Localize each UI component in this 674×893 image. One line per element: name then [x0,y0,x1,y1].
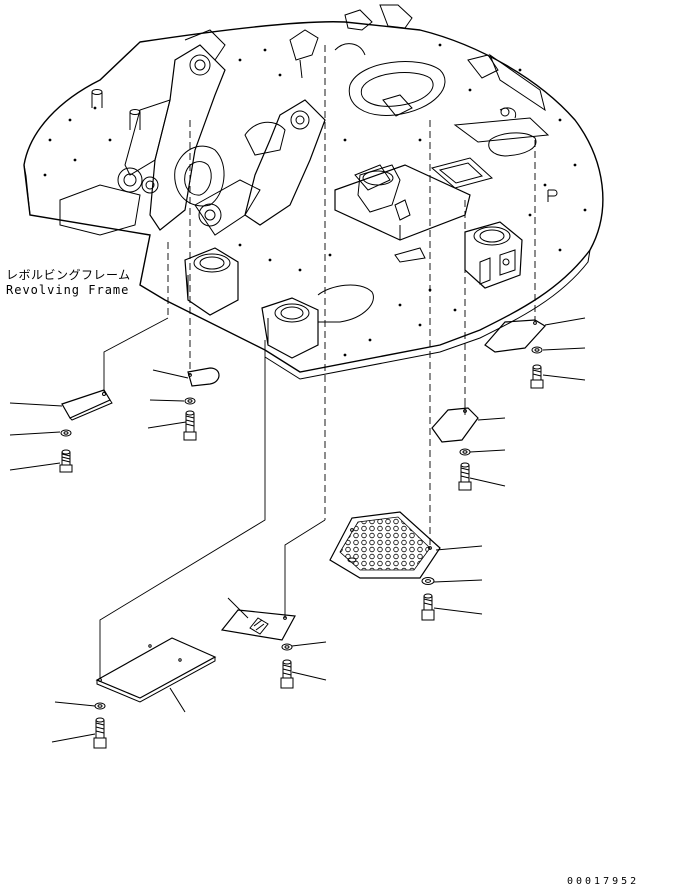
alignment-lines [168,45,535,545]
cover-plate-small [188,368,219,386]
cover-plate-right-mid [432,408,478,442]
frame-label-jp: レボルビングフレーム [6,268,131,282]
washer-large [95,703,105,709]
leader-17 [292,642,326,646]
leader-12 [470,478,505,486]
leader-10 [478,418,505,420]
leader-14 [434,580,482,582]
leader-8 [543,348,585,350]
bolt-mesh [422,594,434,620]
leader-3 [10,463,60,470]
leader-1 [10,403,62,406]
bolt-left [60,450,72,472]
washer-plate [282,644,292,650]
connector-lines [100,318,535,678]
leader-19 [170,688,185,712]
cover-plate-left [62,390,112,420]
leader-21 [52,734,95,742]
leader-11 [470,450,505,452]
leader-2 [10,432,60,435]
leader-18 [292,672,326,680]
bolt-large [94,718,106,748]
inspection-plate [222,610,295,640]
part-id: 00017952 [567,876,640,887]
frame-label-en: Revolving Frame [6,283,130,297]
washer-right-mid [460,449,470,455]
leader-20 [55,702,95,706]
washer-right-top [532,347,542,353]
bolt-small [184,411,196,440]
bolt-right-mid [459,463,471,490]
bolt-plate [281,660,293,688]
bolt-right-top [531,365,543,388]
cover-plate-right-top [485,320,545,352]
leader-16 [228,598,248,618]
leader-15 [434,608,482,614]
cover-plate-large [97,638,215,702]
leader-13 [436,546,482,550]
leader-7 [545,318,585,325]
washer-small [185,398,195,404]
perforated-cover [330,512,440,578]
leader-9 [543,375,585,380]
leader-6 [148,422,186,428]
leader-4 [153,370,188,378]
washer-mesh [422,578,434,585]
washer-left [61,430,71,436]
revolving-frame [24,5,603,379]
leader-5 [150,400,184,401]
